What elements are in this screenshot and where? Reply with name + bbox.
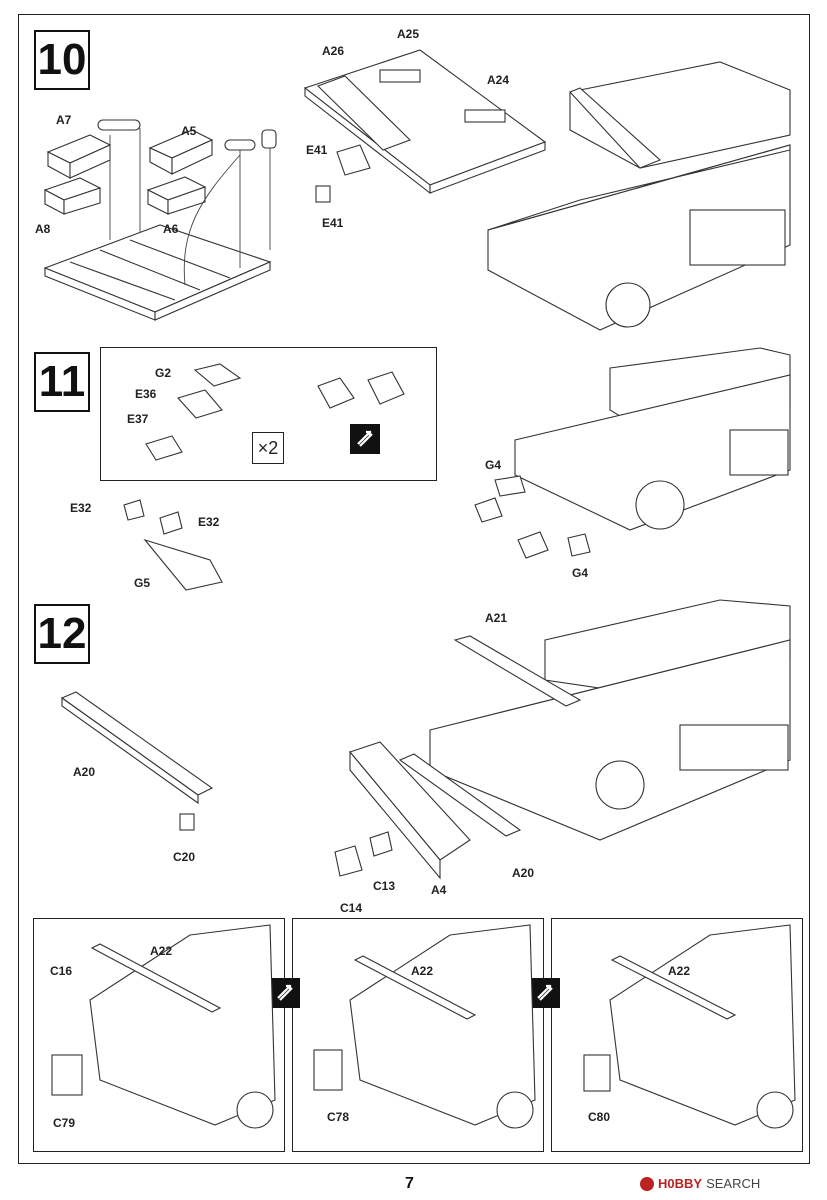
hull-step11 (474, 347, 791, 559)
label-c14: C14 (340, 901, 363, 915)
label-a8: A8 (35, 222, 51, 236)
label-c78: C78 (327, 1110, 350, 1124)
label-a22-panel3: A22 (668, 964, 691, 978)
label-a24: A24 (487, 73, 510, 87)
part-a20-detail (60, 691, 214, 831)
rotate-view-icon (270, 978, 300, 1008)
step11-bracket-assembly (145, 363, 405, 461)
label-e41-bottom: E41 (322, 216, 344, 230)
label-a4: A4 (431, 883, 447, 897)
page-frame (18, 14, 810, 1164)
label-e37: E37 (127, 412, 149, 426)
step-number-12: 12 (34, 604, 90, 664)
label-a7: A7 (56, 113, 72, 127)
part-a8 (43, 177, 102, 215)
part-a7 (46, 119, 141, 179)
part-a6 (146, 176, 207, 215)
label-e32-right: E32 (198, 515, 220, 529)
label-a25: A25 (397, 27, 420, 41)
label-g2: G2 (155, 366, 172, 380)
deck-plate-left (43, 224, 272, 321)
step-11-detail-box (100, 347, 437, 481)
rotate-view-icon (530, 978, 560, 1008)
label-a26: A26 (322, 44, 345, 58)
label-a20-detail: A20 (73, 765, 96, 779)
label-e41-top: E41 (306, 143, 328, 157)
label-c16: C16 (50, 964, 73, 978)
variant-panel-c80 (551, 918, 803, 1152)
label-a22-panel2: A22 (411, 964, 434, 978)
label-g4-bottom: G4 (572, 566, 589, 580)
hull-variant-1 (51, 924, 276, 1129)
page-number: 7 (405, 1175, 414, 1192)
step11-g5-assembly (123, 499, 223, 591)
hull-step10 (487, 61, 791, 331)
label-a6: A6 (163, 222, 179, 236)
label-c20: C20 (173, 850, 196, 864)
deck-plate-upper (303, 49, 547, 203)
hull-step12 (334, 599, 791, 880)
variant-panel-c78 (292, 918, 544, 1152)
label-g5: G5 (134, 576, 151, 590)
label-e32-left: E32 (70, 501, 92, 515)
label-a22-panel1: A22 (150, 944, 173, 958)
label-c13: C13 (373, 879, 396, 893)
variant-panel-c79 (33, 918, 285, 1152)
label-g4-top: G4 (485, 458, 502, 472)
step-number-10: 10 (34, 30, 90, 90)
watermark-text: SEARCH (706, 1176, 761, 1191)
label-c79: C79 (53, 1116, 76, 1130)
hull-variant-3 (583, 924, 796, 1129)
label-e36: E36 (135, 387, 157, 401)
label-a5: A5 (181, 124, 197, 138)
watermark-logo-icon (640, 1176, 654, 1191)
rotate-view-icon (350, 424, 380, 454)
label-c80: C80 (588, 1110, 611, 1124)
hull-variant-2 (313, 924, 536, 1129)
watermark: H0BBY SEARCH (640, 1176, 760, 1191)
watermark-brand: H0BBY (658, 1176, 703, 1191)
step-number-11: 11 (34, 352, 90, 412)
label-a21: A21 (485, 611, 508, 625)
label-a20-hull: A20 (512, 866, 535, 880)
multiplier-badge: ×2 (252, 432, 284, 464)
part-a5 (148, 129, 277, 175)
